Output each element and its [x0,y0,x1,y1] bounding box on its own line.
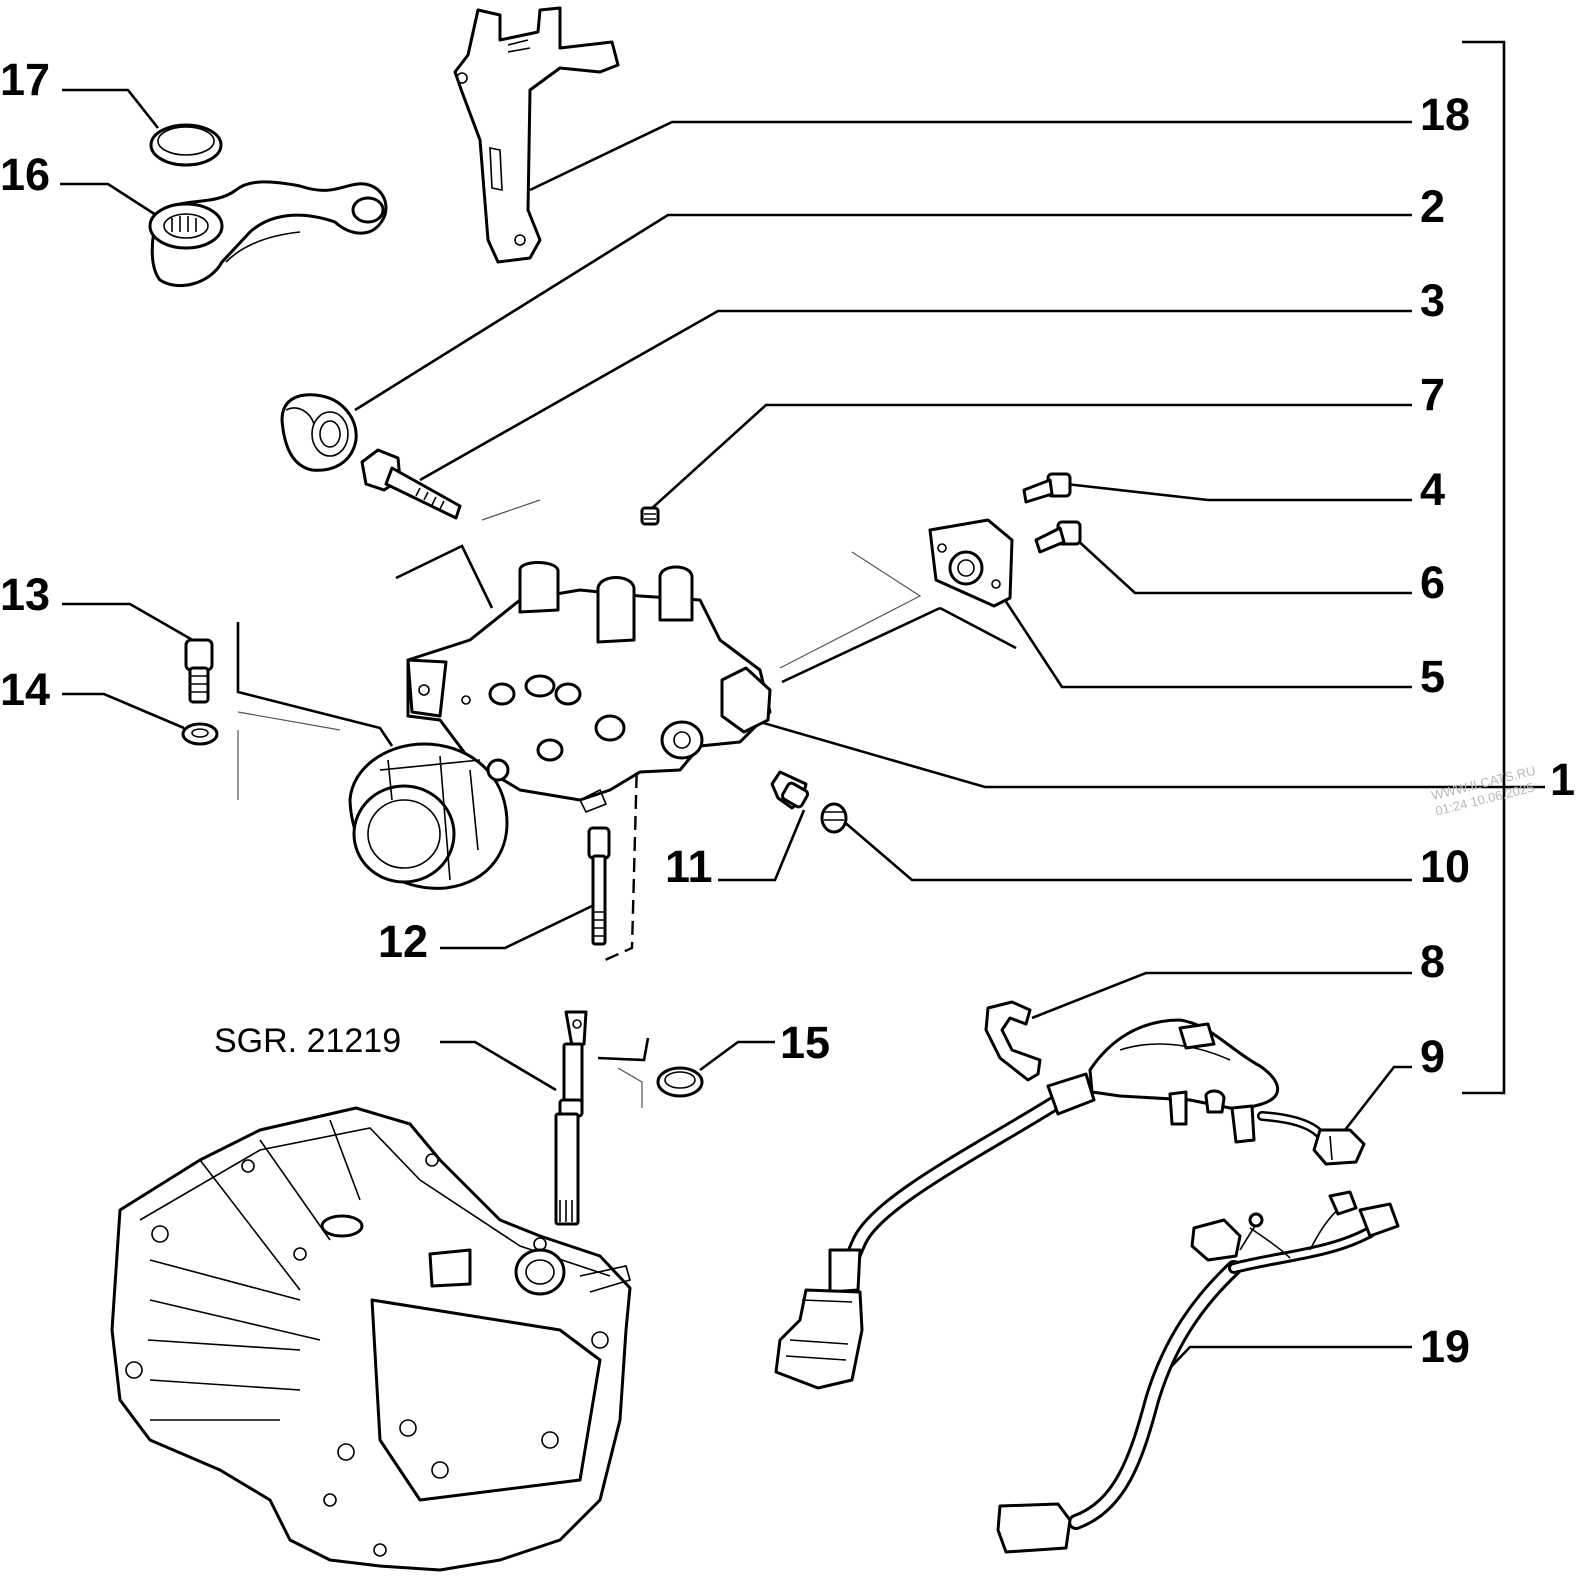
leader-lines [60,40,1545,1371]
callout-10: 10 [1420,841,1470,892]
plug-part-7 [640,506,660,526]
callout-3: 3 [1420,275,1445,326]
callout-16: 16 [0,149,50,200]
callout-9: 9 [1420,1031,1445,1082]
plug-part-10 [820,802,848,834]
sensor-part-5 [928,518,1014,608]
actuator-assembly-part-1 [236,499,1017,962]
circlip-part-17 [149,123,223,167]
callout-8: 8 [1420,936,1445,987]
screw-part-4 [1022,472,1072,504]
callout-2: 2 [1420,181,1445,232]
callout-14: 14 [0,664,50,715]
gearbox-housing [110,1106,632,1572]
selector-shaft [554,1010,588,1226]
callout-numbers: 17 16 18 2 3 7 4 6 5 13 14 1 11 10 12 8 … [0,54,1575,1372]
watermark: WWW.ILCATS.RU 01:24 10.06.2025 [1430,763,1537,819]
washer-part-14 [181,722,219,746]
bolt-part-3 [360,448,462,520]
callout-12: 12 [378,916,428,967]
callout-11: 11 [665,841,713,892]
callout-13: 13 [0,569,50,620]
callout-5: 5 [1420,651,1445,702]
callout-17: 17 [0,54,50,105]
wiring-harness-part-8-9 [774,1000,1366,1390]
callout-1: 1 [1550,754,1575,805]
callout-6: 6 [1420,557,1445,608]
callout-18: 18 [1420,89,1470,140]
screw-part-13 [184,638,214,704]
reference-label: SGR. 21219 [214,1022,401,1060]
circlip-part-15 [597,1037,704,1108]
screw-part-6 [1034,520,1082,554]
callout-4: 4 [1420,464,1445,515]
selector-lever-part-16 [148,180,388,288]
callout-7: 7 [1420,369,1445,420]
bracket-part-18 [453,6,620,264]
long-screw-part-12 [587,826,611,946]
wiring-harness-part-19 [996,1190,1400,1554]
boot-part-2 [280,393,358,472]
callout-15: 15 [780,1017,830,1068]
screw-part-11 [770,770,810,810]
callout-19: 19 [1420,1321,1470,1372]
